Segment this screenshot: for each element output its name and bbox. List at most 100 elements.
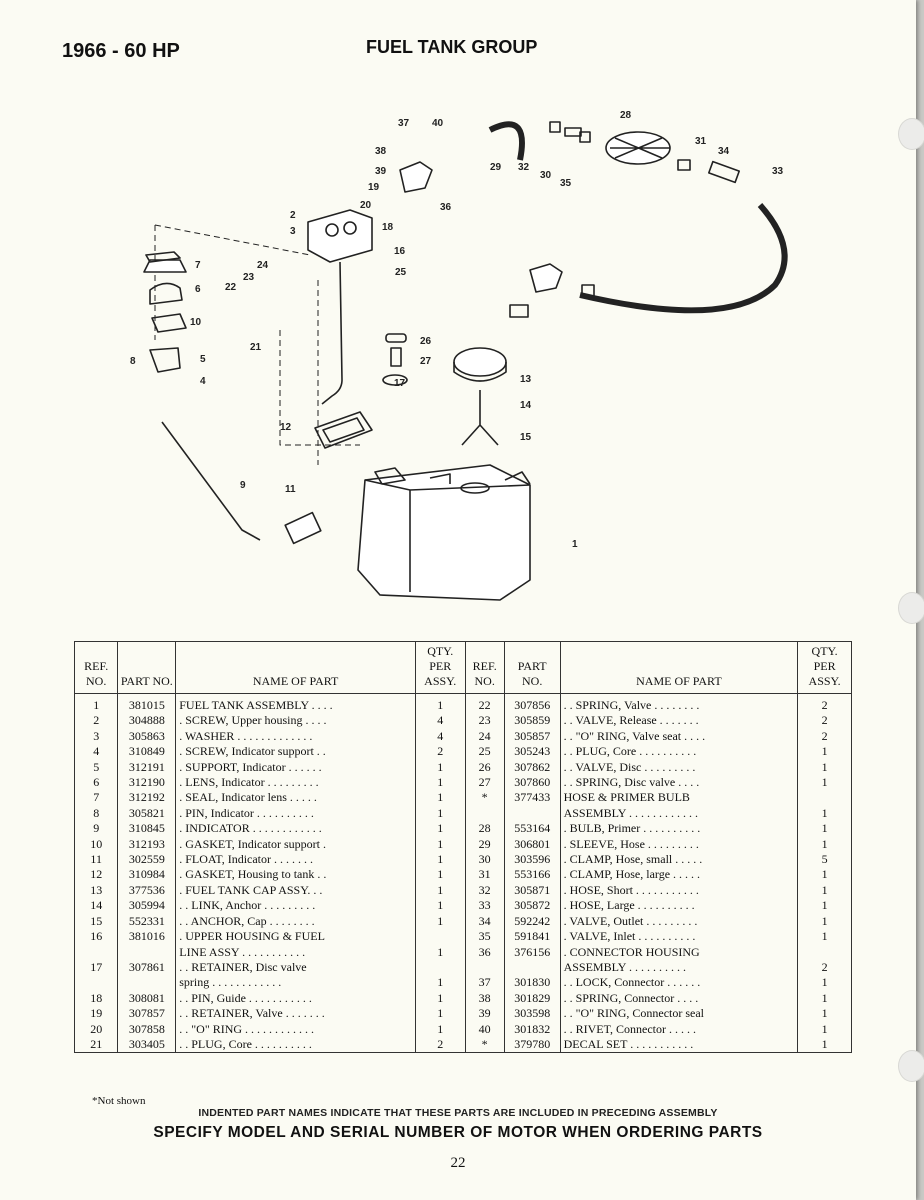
- page-title: FUEL TANK GROUP: [366, 37, 538, 57]
- part-no-cell: 307862: [503, 759, 561, 776]
- ref-no-cell: [73, 975, 119, 991]
- part-name-cell: . FUEL TANK CAP ASSY. . .: [175, 882, 416, 899]
- part-no-cell: 307856: [503, 693, 561, 714]
- ref-no-cell: 37: [464, 975, 505, 991]
- part-name-cell: FUEL TANK ASSEMBLY . . . .: [175, 693, 416, 714]
- col-name: NAME OF PART: [175, 641, 416, 694]
- qty-cell: 1: [414, 944, 466, 960]
- part-no-cell: 301829: [503, 990, 561, 1007]
- callout-1: 1: [572, 539, 578, 550]
- qty-cell: 2: [797, 959, 852, 976]
- part-name-cell: . . RETAINER, Valve . . . . . . .: [175, 1006, 416, 1022]
- part-no-cell: 312190: [117, 775, 177, 791]
- part-no-cell: 302559: [117, 852, 177, 868]
- qty-cell: 1: [797, 867, 852, 883]
- qty-cell: 5: [797, 852, 852, 868]
- ref-no-cell: 31: [464, 867, 505, 883]
- qty-cell: [414, 959, 466, 976]
- footnote: *Not shown: [92, 1095, 146, 1107]
- part-no-cell: 305821: [117, 805, 177, 822]
- part-no-cell: 381015: [117, 693, 177, 714]
- callout-38: 38: [375, 146, 387, 157]
- part-name-cell: . . LOCK, Connector . . . . . .: [559, 975, 799, 991]
- part-no-cell: 381016: [117, 929, 177, 945]
- qty-cell: 1: [414, 882, 466, 899]
- indented-parts-note: INDENTED PART NAMES INDICATE THAT THESE …: [198, 1107, 718, 1119]
- ref-no-cell: 5: [73, 759, 119, 776]
- ref-no-cell: *: [464, 790, 505, 806]
- part-no-cell: 305243: [503, 744, 561, 760]
- qty-cell: 1: [797, 1036, 852, 1054]
- part-name-cell: . . SPRING, Disc valve . . . .: [559, 775, 799, 791]
- part-name-cell: . CLAMP, Hose, small . . . . .: [559, 852, 799, 868]
- callout-2: 2: [290, 210, 296, 221]
- ref-no-cell: 4: [73, 744, 119, 760]
- part-no-cell: 305859: [503, 713, 561, 729]
- part-name-cell: spring . . . . . . . . . . . .: [175, 975, 416, 991]
- part-name-cell: . SEAL, Indicator lens . . . . .: [175, 790, 416, 806]
- part-no-cell: 301832: [503, 1021, 561, 1037]
- ref-no-cell: 19: [73, 1006, 119, 1022]
- ref-no-cell: 16: [73, 929, 119, 945]
- qty-cell: 2: [797, 713, 852, 729]
- ref-no-cell: 35: [464, 929, 505, 945]
- callout-23: 23: [243, 272, 255, 283]
- ref-no-cell: 22: [464, 693, 505, 714]
- part-no-cell: 307858: [117, 1021, 177, 1037]
- binder-hole: [898, 592, 924, 624]
- part-name-cell: . . PIN, Guide . . . . . . . . . . .: [175, 990, 416, 1007]
- ref-no-cell: 13: [73, 882, 119, 899]
- qty-cell: 1: [797, 1021, 852, 1037]
- qty-cell: 1: [797, 836, 852, 853]
- ref-no-cell: 21: [73, 1036, 119, 1054]
- col-qty: QTY. PER ASSY.: [414, 641, 466, 694]
- ref-no-cell: 28: [464, 821, 505, 837]
- part-name-cell: . . VALVE, Disc . . . . . . . . .: [559, 759, 799, 776]
- part-name-cell: DECAL SET . . . . . . . . . . .: [559, 1036, 799, 1054]
- part-name-cell: . INDICATOR . . . . . . . . . . . .: [175, 821, 416, 837]
- callout-16: 16: [394, 246, 406, 257]
- callout-35: 35: [560, 178, 572, 189]
- col-qty: QTY. PER ASSY.: [797, 641, 852, 694]
- hose-drawing: [488, 121, 525, 161]
- callout-37: 37: [398, 118, 410, 129]
- callout-8: 8: [130, 356, 136, 367]
- part-name-cell: ASSEMBLY . . . . . . . . . . . .: [559, 805, 799, 822]
- part-no-cell: 377536: [117, 882, 177, 899]
- qty-cell: 1: [414, 975, 466, 991]
- qty-cell: 1: [414, 759, 466, 776]
- ref-no-cell: 36: [464, 944, 505, 960]
- part-name-cell: . UPPER HOUSING & FUEL: [175, 929, 416, 945]
- ref-no-cell: 33: [464, 898, 505, 914]
- col-part-no: PART NO.: [503, 641, 561, 694]
- ref-no-cell: 25: [464, 744, 505, 760]
- qty-cell: 1: [414, 821, 466, 837]
- part-no-cell: 310849: [117, 744, 177, 760]
- qty-cell: 1: [414, 1021, 466, 1037]
- callout-15: 15: [520, 432, 532, 443]
- qty-cell: 2: [797, 728, 852, 745]
- part-name-cell: . GASKET, Indicator support .: [175, 836, 416, 853]
- callout-25: 25: [395, 267, 407, 278]
- ordering-note: SPECIFY MODEL AND SERIAL NUMBER OF MOTOR…: [153, 1124, 763, 1141]
- ref-no-cell: 24: [464, 728, 505, 745]
- part-name-cell: . VALVE, Outlet . . . . . . . . .: [559, 913, 799, 930]
- qty-cell: 2: [414, 744, 466, 760]
- part-name-cell: . . PLUG, Core . . . . . . . . . .: [175, 1036, 416, 1054]
- ref-no-cell: 8: [73, 805, 119, 822]
- qty-cell: 4: [414, 728, 466, 745]
- callout-31: 31: [695, 136, 707, 147]
- qty-cell: 1: [797, 805, 852, 822]
- callout-3: 3: [290, 226, 296, 237]
